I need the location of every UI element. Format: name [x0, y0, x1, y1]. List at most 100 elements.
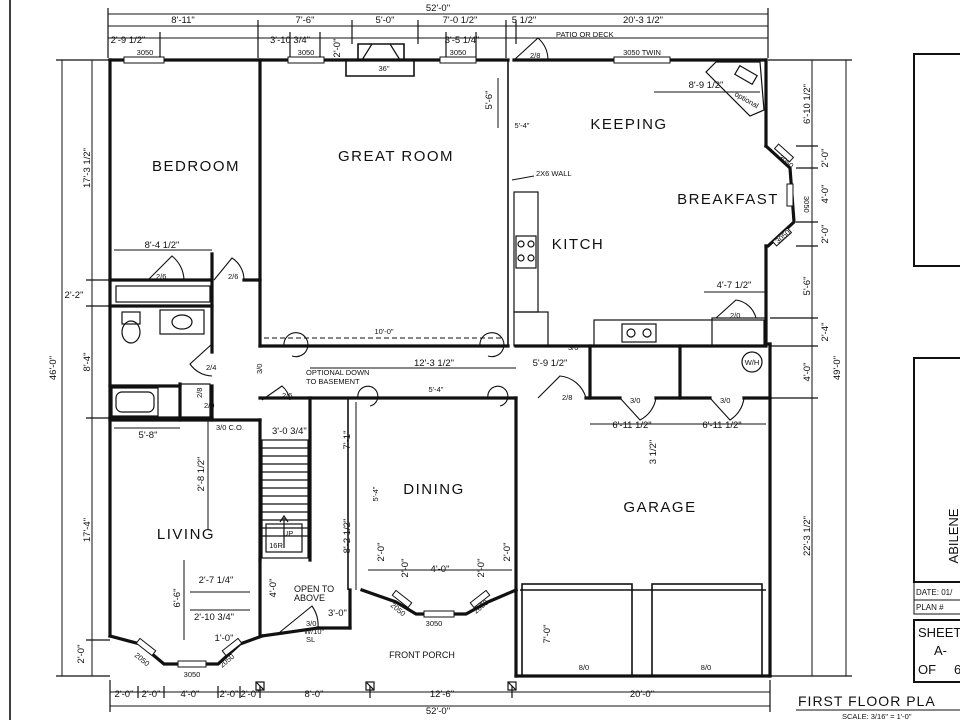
cased-opening-label: 3/0 C.O. [216, 423, 244, 432]
liv-dim-2: 2'-8 1/2" [196, 457, 207, 492]
title-plan-name: ABILENE [946, 508, 960, 563]
window-label-6: 3050 [802, 196, 811, 213]
drawing-scale: SCALE: 3/16" = 1'-0" [842, 712, 912, 720]
stair-dim-2: 4'-0" [268, 579, 279, 598]
room-label-kitchen: KITCH [552, 236, 605, 253]
bed-dim-1: 8'-4 1/2" [145, 240, 180, 251]
window-label-12: 3050 [426, 619, 443, 628]
right-dim-4: 2'-0" [820, 225, 831, 244]
garage-entry-door-size: 2/8 [562, 393, 572, 402]
left-dim-5: 2'-0" [76, 645, 87, 664]
front-door-size-1: 3/0 [306, 619, 316, 628]
water-heater-symbol [741, 351, 763, 373]
breakfast-windows [771, 143, 795, 247]
window-label-2: 3050 [298, 48, 315, 57]
room-label-garage: GARAGE [623, 499, 696, 516]
bottom-dim-7: 12'-6" [430, 689, 454, 700]
liv-dim-5: 6'-6" [172, 589, 183, 608]
optional-down-1: OPTIONAL DOWN [306, 368, 369, 377]
garage-door-2-label: 8/0 [701, 663, 711, 672]
water-heater-label: W/H [745, 358, 760, 367]
top-overall-dim: 52'-0" [426, 3, 450, 14]
front-door-swing [279, 605, 319, 633]
top-dim-4: 7'-0 1/2" [443, 15, 478, 26]
drawing-title: FIRST FLOOR PLA [798, 693, 936, 709]
stairs [261, 439, 309, 559]
pantry-door-size: 3/0 [568, 343, 578, 352]
gr-beam-dim: 10'-0" [374, 327, 393, 336]
right-dim-7: 4'-0" [802, 363, 813, 382]
front-door-size-2: W/10" [304, 627, 325, 636]
bottom-dim-5: 2'-0" [241, 689, 260, 700]
top-dim-6: 20'-3 1/2" [623, 15, 663, 26]
bottom-dim-6: 8'-0" [305, 689, 324, 700]
top-dim-8: 3'-10 3/4" [270, 35, 310, 46]
top-dim-9: 2'-0" [332, 39, 343, 58]
hall-dim-1: 12'-3 1/2" [414, 358, 454, 369]
din-dim-9: 3'-0" [328, 608, 347, 619]
bottom-dim-4: 2'-0" [220, 689, 239, 700]
light-symbol-2 [479, 332, 505, 358]
dining-bay-windows [391, 589, 491, 618]
title-of-number: 6 [954, 662, 960, 677]
title-date: DATE: 01/ [916, 588, 953, 597]
window-label-9: 3050 [184, 670, 201, 679]
storage-door-1-size: 3/0 [630, 396, 640, 405]
right-dim-3: 4'-0" [820, 185, 831, 204]
window-label-3: 3050 [450, 48, 467, 57]
bathroom-fixtures [111, 309, 211, 419]
right-dim-8: 22'-3 1/2" [802, 516, 813, 556]
linen-door-size: 2/0 [204, 401, 214, 410]
light-symbol-3 [357, 385, 379, 407]
stair-up-label: UP [283, 529, 293, 538]
right-dimensions [768, 59, 852, 677]
left-dim-3: 8'-4" [82, 353, 93, 372]
keeping-fixtures [705, 61, 765, 117]
room-label-dining: DINING [403, 481, 465, 498]
open-to-above-2: ABOVE [294, 593, 325, 603]
optional-down-2: TO BASEMENT [306, 377, 360, 386]
stair-door-swing [261, 385, 291, 401]
patio-note: PATIO OR DECK [556, 30, 614, 39]
window-label-4: 3050 TWIN [623, 48, 661, 57]
room-label-breakfast: BREAKFAST [677, 191, 779, 208]
wall-2x6-note: 2X6 WALL [536, 169, 572, 178]
room-label-bedroom: BEDROOM [152, 158, 240, 175]
title-block [796, 53, 960, 711]
room-label-great-room: GREAT ROOM [338, 148, 454, 165]
stair-dim-1: 3'-0 3/4" [272, 426, 307, 437]
window-label-5: 3050 [777, 153, 796, 171]
top-dim-10: 3'-5 1/4" [445, 35, 480, 46]
bottom-dim-1: 2'-0" [115, 689, 134, 700]
title-plan-number: PLAN # [916, 603, 944, 612]
storage-door-1-swing [619, 397, 657, 421]
room-label-keeping: KEEPING [590, 116, 667, 133]
din-dim-5: 2'-0" [400, 559, 411, 578]
din-dim-4: 2'-0" [376, 543, 387, 562]
bedroom-door-size: 2/6 [156, 272, 166, 281]
window-label-1: 3050 [137, 48, 154, 57]
front-door-size-3: SL [306, 635, 315, 644]
porch-posts [255, 681, 517, 691]
din-dim-2: 5'-4" [371, 486, 380, 501]
keep-dim-3: 5'-6" [484, 91, 495, 110]
liv-dim-4: 2'-10 3/4" [194, 612, 234, 623]
right-dim-1: 6'-10 1/2" [802, 84, 813, 124]
bottom-dim-3: 4'-0" [181, 689, 200, 700]
kit-dim-1: 4'-7 1/2" [717, 280, 752, 291]
garage-door-1-label: 8/0 [579, 663, 589, 672]
gar-dim-2: 6'-11 1/2" [702, 420, 741, 431]
bath-door-size: 2/4 [206, 363, 216, 372]
right-dim-2: 2'-0" [820, 149, 831, 168]
top-dim-2: 7'-6" [296, 15, 315, 26]
wall-2x6-leader [511, 175, 535, 181]
garage-entry-door-swing [537, 375, 587, 399]
title-sheet-label: SHEET [918, 625, 960, 640]
din-dim-3: 8'-2 1/2" [342, 519, 353, 554]
bedroom-closet-door-size: 2/6 [228, 272, 238, 281]
gar-dim-3: 3 1/2" [648, 440, 659, 465]
liv-dim-1: 5'-8" [139, 430, 158, 441]
light-symbol-4 [487, 385, 509, 407]
top-dim-3: 5'-0" [376, 15, 395, 26]
